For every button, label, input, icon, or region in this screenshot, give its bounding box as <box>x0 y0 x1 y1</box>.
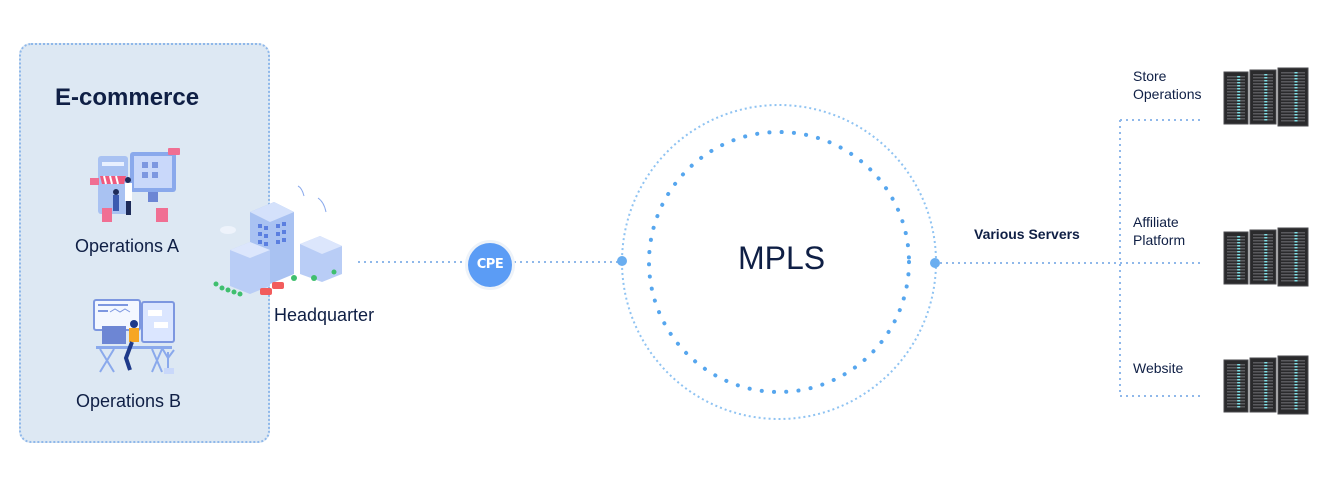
store-operations-label: Store Operations <box>1133 67 1201 103</box>
server-tower <box>1249 357 1277 413</box>
affiliate-platform-label: Affiliate Platform <box>1133 213 1185 249</box>
mpls-label: MPLS <box>738 240 826 276</box>
mpls-inner-ring <box>647 130 911 394</box>
server-rack-icon <box>1223 227 1309 287</box>
server-rack-icon <box>1223 355 1309 415</box>
ecommerce-title: E-commerce <box>55 84 200 111</box>
mpls-left-node <box>617 256 627 266</box>
store-operations-label-line2: Operations <box>1133 86 1202 102</box>
office-building-illustration-icon <box>213 185 342 297</box>
server-rack-icon <box>1223 67 1309 127</box>
mpls-right-node <box>930 258 940 268</box>
various-servers-heading: Various Servers <box>974 226 1080 242</box>
website-label-line1: Website <box>1133 360 1184 376</box>
store-operations-label-line1: Store <box>1133 68 1167 84</box>
server-tower <box>1249 229 1277 285</box>
operations-b-label: Operations B <box>76 391 182 411</box>
website-label: Website <box>1133 359 1183 377</box>
affiliate-platform-label-line1: Affiliate <box>1133 214 1179 230</box>
cpe-node: CPE <box>468 243 512 287</box>
online-store-illustration-icon <box>90 148 180 222</box>
affiliate-platform-label-line2: Platform <box>1133 232 1186 248</box>
office-worker-illustration-icon <box>93 299 175 374</box>
operations-a-label: Operations A <box>75 236 180 256</box>
ecommerce-panel <box>19 43 270 443</box>
headquarter-label: Headquarter <box>274 305 375 325</box>
server-tower <box>1249 69 1277 125</box>
